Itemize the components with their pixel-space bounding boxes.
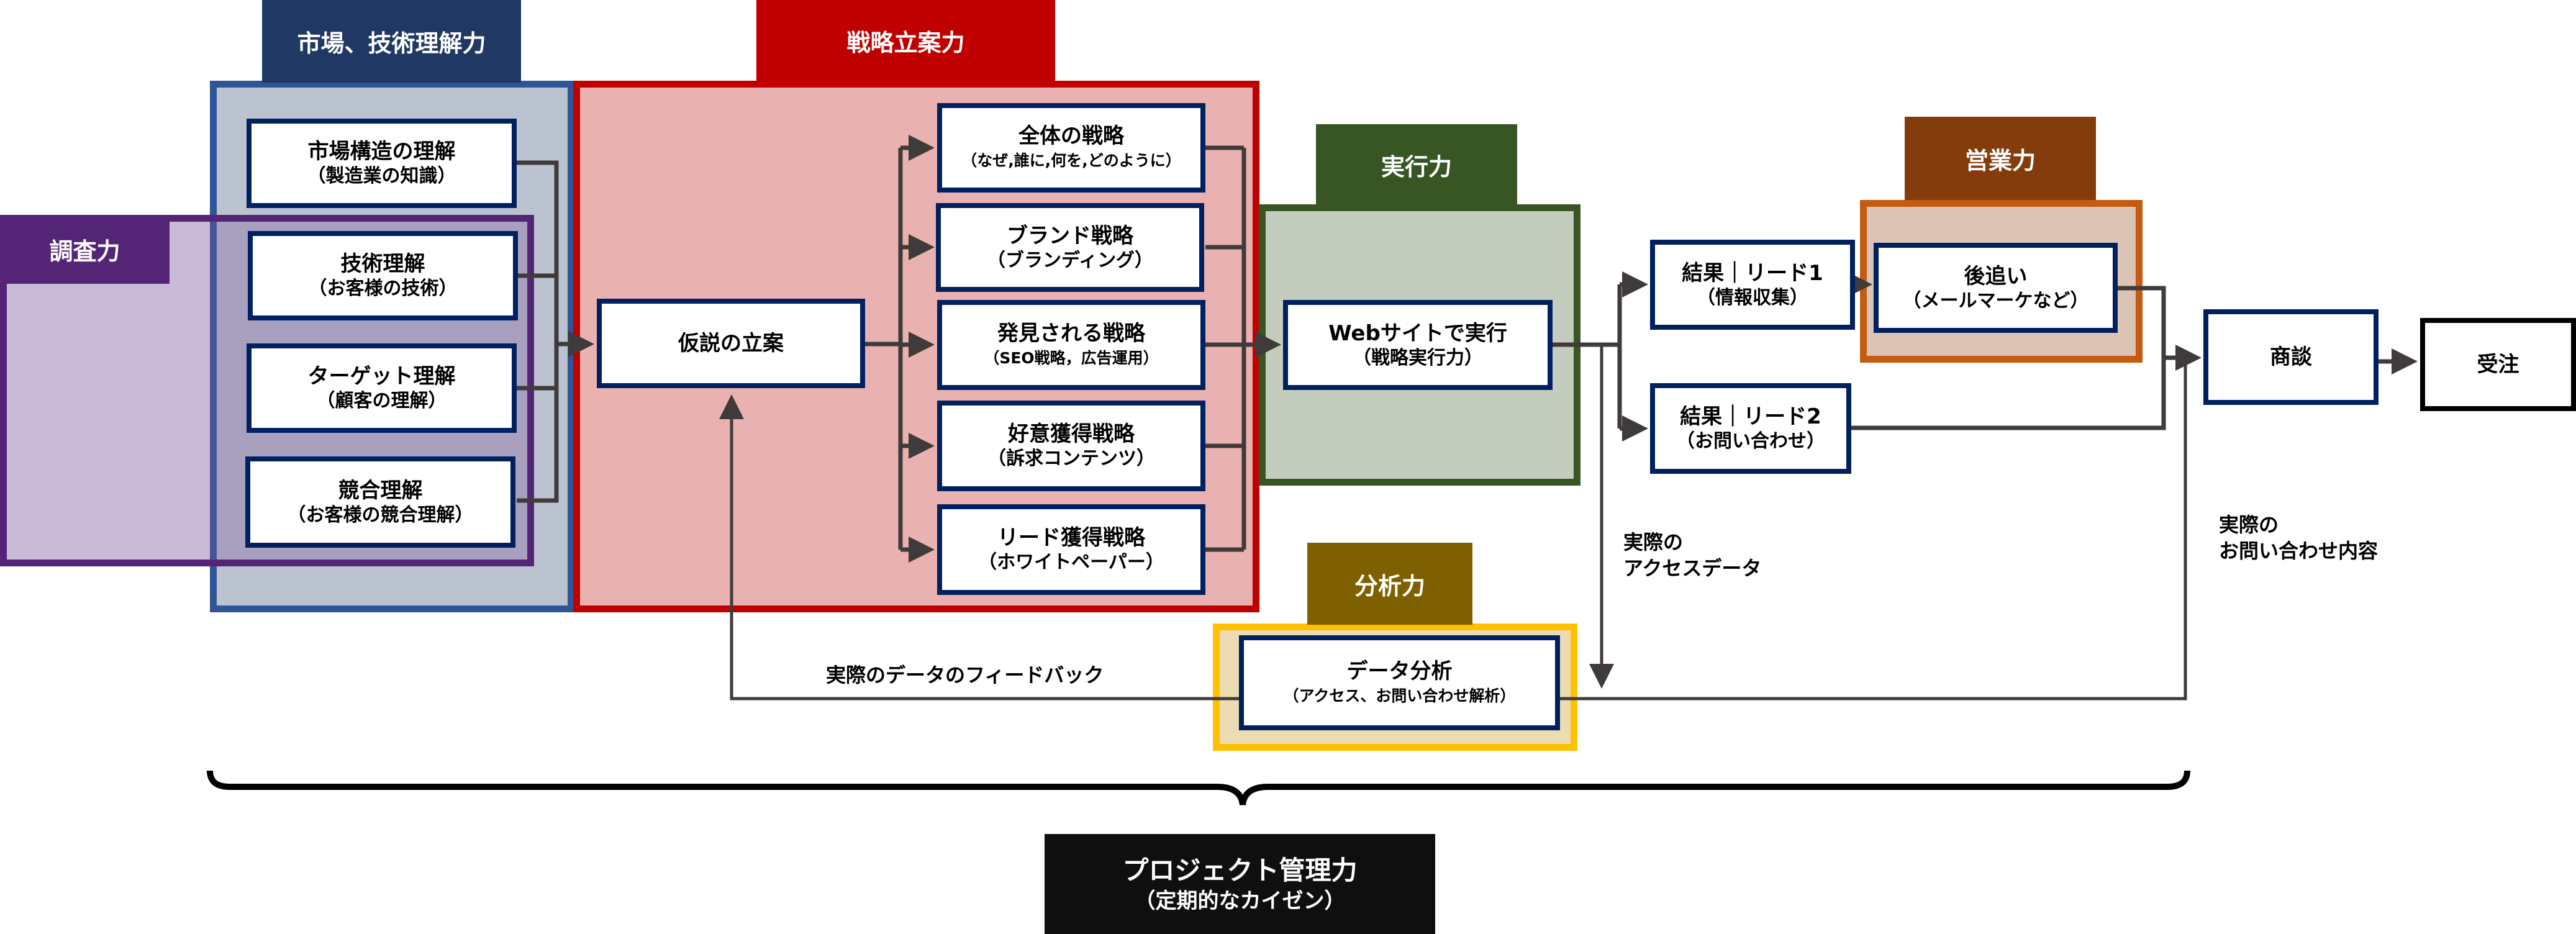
node-target-subtitle: （顧客の理解） xyxy=(316,390,447,412)
feedback-label-text: 実際のデータのフィードバック xyxy=(826,663,1104,687)
node-lead1-subtitle: （情報収集） xyxy=(1697,286,1808,309)
node-brand-strategy: ブランド戦略 （ブランディング） xyxy=(936,203,1204,292)
node-lead2-title: 結果｜リード2 xyxy=(1680,404,1821,429)
node-order-title: 受注 xyxy=(2477,352,2519,377)
inquiry-content-label-line2: お問い合わせ内容 xyxy=(2219,539,2379,563)
pm-subtitle-text: （定期的なカイゼン） xyxy=(1134,888,1346,914)
analysis-title: 分析力 xyxy=(1307,543,1472,625)
node-competitor-title: 競合理解 xyxy=(338,478,423,503)
access-data-label: 実際の アクセスデータ xyxy=(1623,529,1761,581)
node-web-execution: Webサイトで実行 （戦略実行力） xyxy=(1283,300,1553,390)
node-discovery-strategy: 発見される戦略 （SEO戦略，広告運用） xyxy=(937,300,1205,390)
connector-competitor xyxy=(517,344,559,503)
node-web-subtitle: （戦略実行力） xyxy=(1353,347,1483,369)
market-title-text: 市場、技術理解力 xyxy=(297,30,486,57)
research-title-text: 調査力 xyxy=(49,238,120,265)
node-negotiation-title: 商談 xyxy=(2270,345,2312,370)
node-leadgen-subtitle: （ホワイトペーパー） xyxy=(978,551,1164,573)
node-follow-subtitle: （メールマーケなど） xyxy=(1902,289,2089,312)
node-order: 受注 xyxy=(2420,318,2576,411)
inquiry-content-label: 実際の お問い合わせ内容 xyxy=(2219,512,2378,564)
node-brand-subtitle: （ブランディング） xyxy=(987,249,1153,271)
node-overall-title: 全体の戦略 xyxy=(1018,124,1124,148)
node-discovery-subtitle: （SEO戦略，広告運用） xyxy=(984,348,1159,367)
node-tech-title: 技術理解 xyxy=(340,252,425,276)
sales-title: 営業力 xyxy=(1905,117,2096,200)
node-lead2-subtitle: （お問い合わせ） xyxy=(1676,430,1825,452)
node-overall-subtitle: （なぜ,誰に,何を,どのように） xyxy=(961,152,1181,170)
pm-title-text: プロジェクト管理力 xyxy=(1122,855,1358,886)
connector-market-structure xyxy=(517,160,559,344)
node-competitor: 競合理解 （お客様の競合理解） xyxy=(245,456,515,548)
feedback-label: 実際のデータのフィードバック xyxy=(826,662,1104,688)
strategy-title-text: 戦略立案力 xyxy=(846,29,965,57)
node-hypothesis: 仮説の立案 xyxy=(597,299,865,388)
node-favor-strategy: 好意獲得戦略 （訴求コンテンツ） xyxy=(937,401,1205,491)
analysis-title-text: 分析力 xyxy=(1354,572,1425,600)
node-lead2: 結果｜リード2 （お問い合わせ） xyxy=(1650,383,1851,474)
node-data-analysis-subtitle: （アクセス、お問い合わせ解析） xyxy=(1283,686,1516,705)
connector-analysis-left xyxy=(719,394,1239,700)
research-title: 調査力 xyxy=(0,215,170,284)
node-overall-strategy: 全体の戦略 （なぜ,誰に,何を,どのように） xyxy=(937,103,1205,193)
inquiry-content-label-line1: 実際の xyxy=(2219,513,2279,537)
node-negotiation: 商談 xyxy=(2203,309,2379,405)
node-lead1-title: 結果｜リード1 xyxy=(1682,260,1823,286)
node-tech: 技術理解 （お客様の技術） xyxy=(248,231,518,320)
node-follow-title: 後追い xyxy=(1964,263,2028,289)
node-follow-up: 後追い （メールマーケなど） xyxy=(1874,243,2118,333)
strategy-title: 戦略立案力 xyxy=(756,0,1055,81)
node-target-title: ターゲット理解 xyxy=(307,364,456,389)
access-data-label-line2: アクセスデータ xyxy=(1623,556,1762,580)
node-market-structure-title: 市場構造の理解 xyxy=(307,139,456,164)
node-favor-subtitle: （訴求コンテンツ） xyxy=(987,448,1155,469)
node-tech-subtitle: （お客様の技術） xyxy=(308,278,458,299)
execution-title: 実行力 xyxy=(1316,124,1517,205)
node-leadgen-title: リード獲得戦略 xyxy=(997,525,1145,550)
node-data-analysis-title: データ分析 xyxy=(1346,658,1453,684)
node-competitor-subtitle: （お客様の競合理解） xyxy=(287,504,474,526)
project-management-title: プロジェクト管理力 （定期的なカイゼン） xyxy=(1045,834,1435,934)
node-lead1: 結果｜リード1 （情報収集） xyxy=(1650,240,1855,330)
connector-inquiry-data xyxy=(1560,358,2187,700)
node-brand-title: ブランド戦略 xyxy=(1007,223,1133,248)
node-market-structure-subtitle: （製造業の知識） xyxy=(307,165,456,187)
node-hypothesis-title: 仮説の立案 xyxy=(678,331,784,356)
node-discovery-title: 発見される戦略 xyxy=(997,320,1145,346)
node-data-analysis: データ分析 （アクセス、お問い合わせ解析） xyxy=(1239,635,1560,730)
execution-title-text: 実行力 xyxy=(1381,153,1452,181)
node-web-title: Webサイトで実行 xyxy=(1328,320,1507,346)
sales-title-text: 営業力 xyxy=(1964,147,2036,175)
node-target: ターゲット理解 （顧客の理解） xyxy=(247,343,517,433)
connector-lead2-out xyxy=(1851,358,2166,430)
access-data-label-line1: 実際の xyxy=(1623,530,1684,554)
node-favor-title: 好意獲得戦略 xyxy=(1008,422,1135,447)
project-brace xyxy=(207,770,2190,805)
connector-follow-out xyxy=(2118,286,2166,358)
market-title: 市場、技術理解力 xyxy=(262,0,521,83)
node-leadgen-strategy: リード獲得戦略 （ホワイトペーパー） xyxy=(937,504,1205,595)
node-market-structure: 市場構造の理解 （製造業の知識） xyxy=(247,119,517,208)
